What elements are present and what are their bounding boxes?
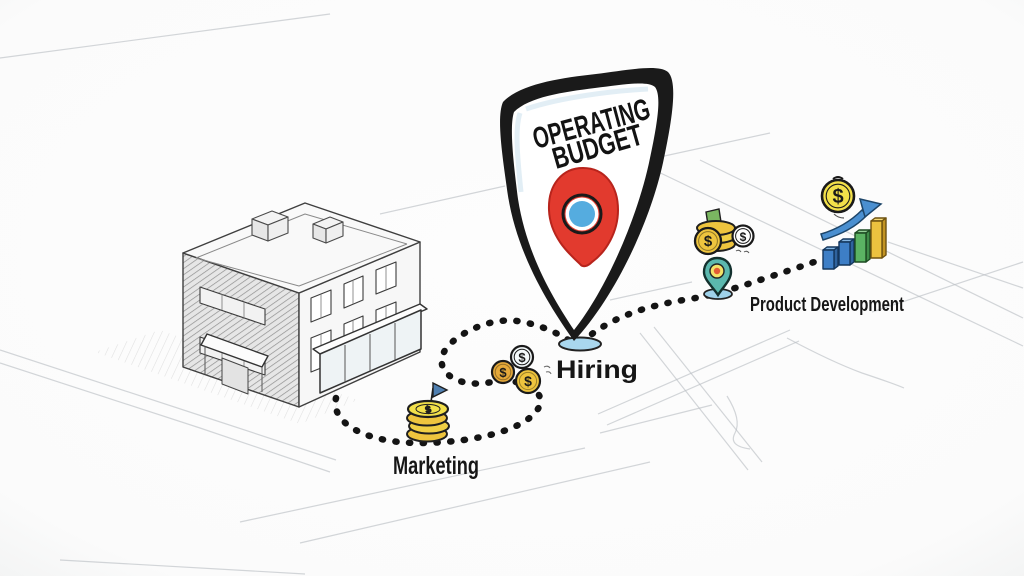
hiring-label: Hiring <box>556 356 638 384</box>
sparkle-scribble <box>735 249 750 254</box>
dollar-coin-icon: $ <box>490 359 516 385</box>
svg-text:$: $ <box>424 404 432 416</box>
pin-shading <box>514 86 649 193</box>
pin-shadow <box>558 336 602 352</box>
marketing-stop: $ Marketing <box>393 381 479 480</box>
product-development-stop: $ $ Product Development <box>693 208 904 316</box>
storefront-glass <box>312 303 428 394</box>
growth-arrow-icon <box>820 197 883 241</box>
marketing-label: Marketing <box>393 452 479 480</box>
svg-text:$: $ <box>499 365 507 380</box>
awning <box>200 333 269 395</box>
flag-marker-icon <box>432 381 449 399</box>
office-building-sketch-icon <box>182 202 428 408</box>
location-pin-icon <box>702 256 733 298</box>
svg-text:$: $ <box>518 350 526 365</box>
svg-text:$: $ <box>832 186 843 208</box>
svg-text:$: $ <box>524 373 532 389</box>
hiring-stop: $ $ $ Hiring <box>490 344 638 395</box>
dollar-coin-icon: $ <box>514 367 542 395</box>
dollar-coin-icon: $ <box>731 224 755 254</box>
svg-text:$: $ <box>704 233 713 250</box>
bar-chart-icon <box>822 217 887 270</box>
sparkle-scribble <box>543 365 552 375</box>
rooftop-hvac-units <box>251 210 344 244</box>
route-hiring-to-growth <box>588 257 821 338</box>
bullseye-target-icon <box>547 166 620 268</box>
operating-budget-pin: OPERATING BUDGET <box>500 68 674 352</box>
coin-stack-icon: $ <box>406 381 450 443</box>
dollar-coin-icon: $ <box>820 176 856 219</box>
growth-cluster: $ <box>820 176 887 270</box>
svg-text:$: $ <box>740 230 747 244</box>
dollar-coin-icon: $ <box>509 344 535 370</box>
product-development-label: Product Development <box>750 294 904 316</box>
dollar-coin-icon: $ <box>693 226 723 256</box>
